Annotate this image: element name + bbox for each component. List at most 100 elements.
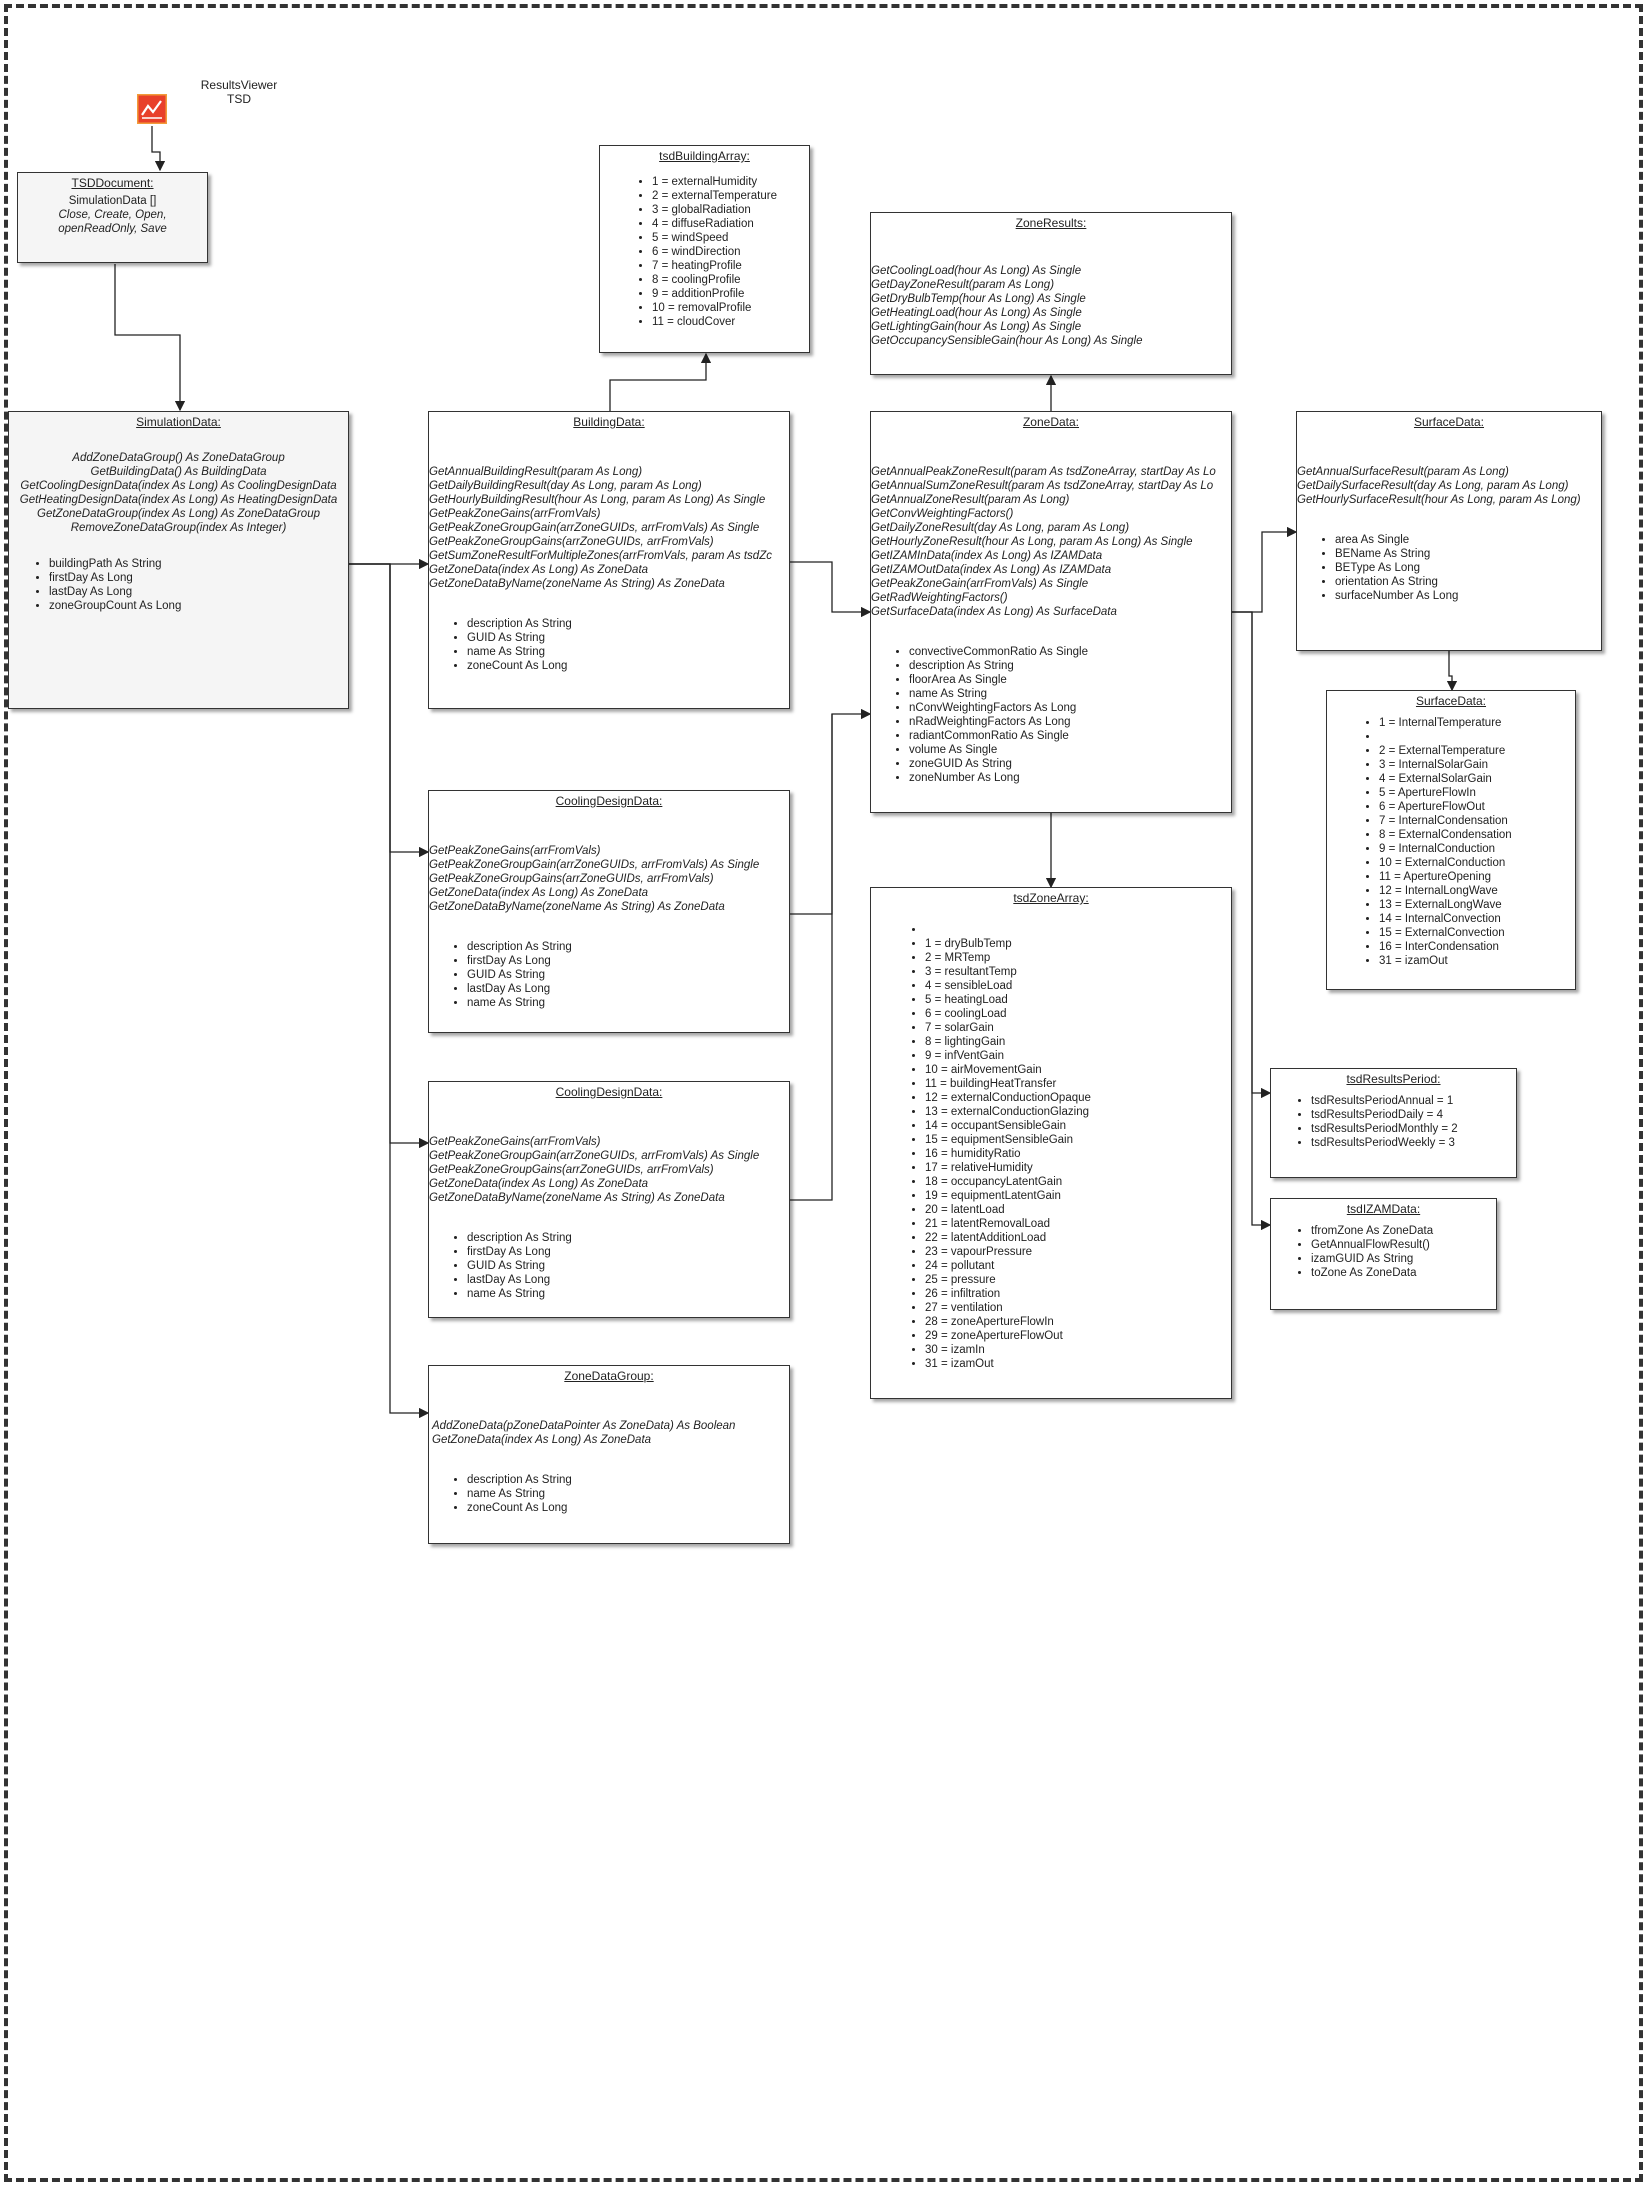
tsdizamdata-box[interactable]: tsdIZAMData: tfromZone As ZoneDataGetAnn… [1270,1198,1497,1310]
list-item: 29 = zoneApertureFlowOut [925,1329,1231,1343]
caption-line-1: ResultsViewer [200,78,278,92]
box-title: SimulationData: [136,415,221,429]
list-item: toZone As ZoneData [1311,1266,1496,1280]
method-item: GetPeakZoneGroupGain(arrZoneGUIDs, arrFr… [429,1150,760,1162]
list-item: 9 = InternalConduction [1379,842,1575,856]
tsddocument-box[interactable]: TSDDocument: SimulationData [] Close, Cr… [17,172,208,263]
list-item: 17 = relativeHumidity [925,1161,1231,1175]
list-item: name As String [467,1287,789,1301]
list-item: 13 = ExternalLongWave [1379,898,1575,912]
list-item: tsdResultsPeriodAnnual = 1 [1311,1094,1516,1108]
edge-zonedata-to-surfacedata [1232,526,1298,613]
buildingdata-box[interactable]: BuildingData: GetAnnualBuildingResult(pa… [428,411,790,709]
tsdzonearray-box[interactable]: tsdZoneArray: 1 = dryBulbTemp2 = MRTemp3… [870,887,1232,1399]
zoneresults-box[interactable]: ZoneResults: GetCoolingLoad(hour As Long… [870,212,1232,375]
method-item: GetRadWeightingFactors() [871,592,1008,604]
line-chart-icon[interactable] [136,93,168,125]
list-item: 13 = externalConductionGlazing [925,1105,1231,1119]
method-item: GetSumZoneResultForMultipleZones(arrFrom… [429,550,772,562]
list-item: firstDay As Long [49,571,348,585]
property-list: description As StringGUID As Stringname … [429,617,789,673]
method-item: GetZoneData(index As Long) As ZoneData [429,1178,649,1190]
list-item: 23 = vapourPressure [925,1245,1231,1259]
list-item: 21 = latentRemovalLoad [925,1217,1231,1231]
box-title: CoolingDesignData: [555,1085,663,1099]
list-item: 16 = InterCondensation [1379,940,1575,954]
method-item: GetDryBulbTemp(hour As Long) As Single [871,293,1086,305]
list-item: 7 = InternalCondensation [1379,814,1575,828]
list-item: firstDay As Long [467,1245,789,1259]
caption-line-2: TSD [227,92,251,106]
method-list: GetPeakZoneGains(arrFromVals)GetPeakZone… [429,844,789,914]
box-title: BuildingData: [573,415,645,429]
list-item: lastDay As Long [467,1273,789,1287]
list-item: 9 = infVentGain [925,1049,1231,1063]
method-list: GetAnnualBuildingResult(param As Long)Ge… [429,465,789,591]
edge-surfacedata-to-surfacedataarray [1446,651,1458,692]
edge-buildingdata-to-zonedata [790,561,872,618]
method-item: GetHourlyBuildingResult(hour As Long, pa… [429,494,766,506]
property-list: area As SingleBEName As StringBEType As … [1297,533,1601,603]
method-item: GetPeakZoneGroupGain(arrZoneGUIDs, arrFr… [429,859,760,871]
list-item: 31 = izamOut [925,1357,1231,1371]
list-item: name As String [909,687,1231,701]
list-item: BEType As Long [1335,561,1601,575]
method-item: GetAnnualSumZoneResult(param As tsdZoneA… [871,480,1214,492]
coolingdesigndata-box-2[interactable]: CoolingDesignData: GetPeakZoneGains(arrF… [428,1081,790,1318]
simulationdata-box[interactable]: SimulationData: AddZoneDataGroup() As Zo… [8,411,349,709]
list-item: 1 = InternalTemperature [1379,716,1575,730]
list-item: tsdResultsPeriodWeekly = 3 [1311,1136,1516,1150]
method-item: GetZoneData(index As Long) As ZoneData [429,564,649,576]
method-item: GetAnnualPeakZoneResult(param As tsdZone… [871,466,1216,478]
list-item: izamGUID As String [1311,1252,1496,1266]
method-list: AddZoneData(pZoneDataPointer As ZoneData… [429,1419,789,1447]
list-item: 3 = globalRadiation [652,203,809,217]
list-item: 15 = ExternalConvection [1379,926,1575,940]
method-item: GetAnnualZoneResult(param As Long) [871,494,1070,506]
property-list: description As StringfirstDay As LongGUI… [429,940,789,1010]
list-item: nRadWeightingFactors As Long [909,715,1231,729]
list-item: floorArea As Single [909,673,1231,687]
box-title: tsdZoneArray: [1013,891,1089,905]
edge-buildingdata-to-tsdbuildingarray [609,352,712,411]
list-item: nConvWeightingFactors As Long [909,701,1231,715]
edge-icon-to-tsddocument [151,126,166,172]
tsdresultsperiod-box[interactable]: tsdResultsPeriod: tsdResultsPeriodAnnual… [1270,1068,1517,1178]
method-item: GetCoolingLoad(hour As Long) As Single [871,265,1082,277]
method-item: GetHeatingDesignData(index As Long) As H… [19,494,338,506]
property-list: description As StringfirstDay As LongGUI… [429,1231,789,1301]
list-item: 11 = buildingHeatTransfer [925,1077,1231,1091]
method-item: GetZoneData(index As Long) As ZoneData [432,1434,652,1446]
list-item: 10 = ExternalConduction [1379,856,1575,870]
tsdbuildingarray-box[interactable]: tsdBuildingArray: 1 = externalHumidity2 … [599,145,810,353]
method-list: GetPeakZoneGains(arrFromVals)GetPeakZone… [429,1135,789,1205]
list-item: 4 = diffuseRadiation [652,217,809,231]
list-item: 4 = ExternalSolarGain [1379,772,1575,786]
list-item: name As String [467,645,789,659]
coolingdesigndata-box-1[interactable]: CoolingDesignData: GetPeakZoneGains(arrF… [428,790,790,1033]
list-item: 7 = heatingProfile [652,259,809,273]
method-item: GetPeakZoneGroupGains(arrZoneGUIDs, arrF… [429,1164,714,1176]
list-item [1379,730,1575,744]
zonedatagroup-box[interactable]: ZoneDataGroup: AddZoneData(pZoneDataPoin… [428,1365,790,1544]
method-item: RemoveZoneDataGroup(index As Integer) [70,522,287,534]
list-item: 8 = coolingProfile [652,273,809,287]
list-item: GUID As String [467,1259,789,1273]
method-item: GetLightingGain(hour As Long) As Single [871,321,1082,333]
surfacedata-enum-box[interactable]: SurfaceData: 1 = InternalTemperature 2 =… [1326,690,1576,990]
list-item: tsdResultsPeriodMonthly = 2 [1311,1122,1516,1136]
list-item: GUID As String [467,631,789,645]
list-item: 6 = windDirection [652,245,809,259]
list-item: 16 = humidityRatio [925,1147,1231,1161]
surfacedata-box[interactable]: SurfaceData: GetAnnualSurfaceResult(para… [1296,411,1602,651]
list-item: GetAnnualFlowResult() [1311,1238,1496,1252]
edge-simulationdata-to-zonedatagroup [349,563,430,1419]
method-list: GetAnnualSurfaceResult(param As Long)Get… [1297,465,1601,507]
enum-list: 1 = externalHumidity2 = externalTemperat… [600,175,809,329]
list-item: 1 = dryBulbTemp [925,937,1231,951]
list-item: name As String [467,1487,789,1501]
zonedata-box[interactable]: ZoneData: GetAnnualPeakZoneResult(param … [870,411,1232,813]
list-item: 26 = infiltration [925,1287,1231,1301]
list-item: zoneNumber As Long [909,771,1231,785]
